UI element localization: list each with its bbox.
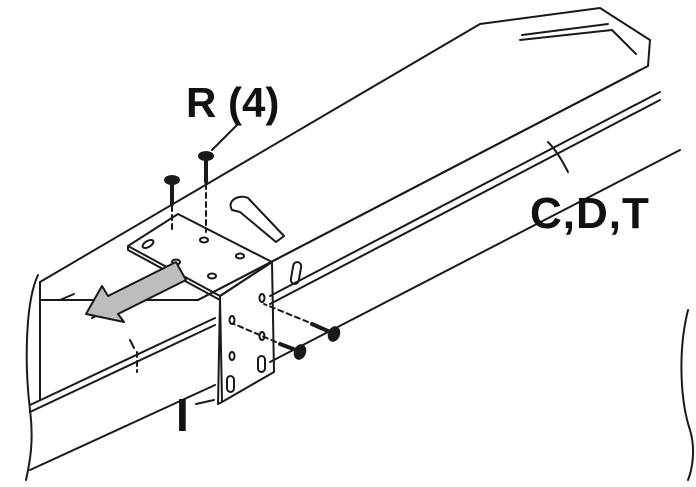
screw-icon — [164, 175, 180, 233]
screw-icon — [233, 323, 307, 360]
screws — [164, 123, 341, 360]
screw-icon — [198, 151, 214, 233]
screw-icon — [263, 303, 341, 342]
rail-callout-label: C,D,T — [530, 189, 650, 238]
bracket-callout-label: I — [176, 389, 189, 441]
direction-arrow-icon — [85, 261, 187, 323]
bracket — [127, 213, 275, 405]
screw-callout-label: R (4) — [186, 79, 280, 126]
rail-leader-line — [547, 141, 569, 173]
rail-beam — [25, 7, 695, 481]
